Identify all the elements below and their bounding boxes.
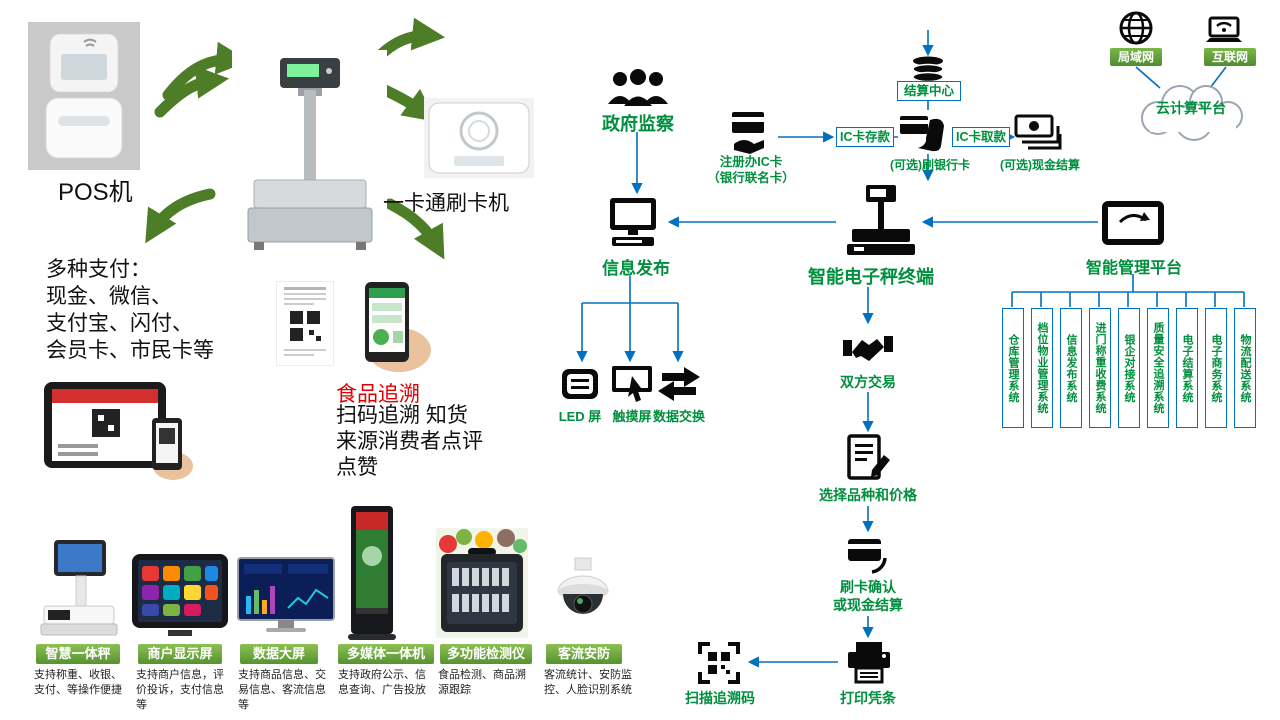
- product-desc-security: 客流统计、安防监控、人脸识别系统: [544, 669, 632, 696]
- security-camera-photo: [548, 556, 618, 638]
- media-kiosk-photo: [348, 506, 396, 640]
- system-box-e-commerce: 电子商务系统: [1205, 308, 1227, 428]
- management-platform-icon: [1100, 198, 1166, 250]
- product-tag-detector: 多功能检测仪: [440, 644, 532, 664]
- management-platform-label: 智能管理平台: [1086, 260, 1183, 277]
- ic-card-deposit-box: IC卡存款: [836, 127, 894, 147]
- touch-screen-icon: [610, 364, 654, 404]
- select-item-price-label: 选择品种和价格: [819, 487, 917, 503]
- register-ic-card-label: 注册办IC卡 （银行联名卡）: [698, 154, 804, 186]
- touch-screen-label: 触摸屏: [612, 409, 652, 424]
- phone-in-hand-photo: [337, 276, 432, 374]
- card-confirm-label: 刷卡确认 或现金结算: [823, 578, 913, 614]
- product-tag-smart-scale: 智慧一体秤: [36, 644, 120, 664]
- card-confirm-icon: [846, 534, 890, 576]
- government-supervision-label: 政府监察: [602, 114, 674, 134]
- pos-label: POS机: [58, 179, 133, 206]
- system-box-stall-property: 档位物业管理系统: [1031, 308, 1053, 428]
- internet-label: 互联网: [1204, 48, 1256, 66]
- scan-trace-code-label: 扫描追溯码: [685, 690, 755, 706]
- payment-line: 多种支付：: [46, 258, 151, 281]
- trace-line: 扫码追溯 知货: [336, 404, 468, 427]
- card-reader-label: 一卡通刷卡机: [383, 192, 509, 215]
- swipe-bank-card-label: (可选)刷银行卡: [890, 158, 970, 172]
- data-screen-photo: [236, 556, 336, 638]
- product-tag-data-screen: 数据大屏: [240, 644, 318, 664]
- register-line: 注册办IC卡: [719, 155, 783, 169]
- pos-machine-photo: [28, 22, 140, 170]
- system-box-bank-enterprise: 银企对接系统: [1118, 308, 1140, 428]
- lan-label: 局域网: [1110, 48, 1162, 66]
- smart-scale-photo: [38, 538, 120, 640]
- confirm-line: 或现金结算: [833, 597, 903, 613]
- payment-methods-text: 多种支付： 现金、微信、 支付宝、闪付、 会员卡、市民卡等: [46, 256, 214, 364]
- food-trace-text: 扫码追溯 知货 来源消费者点评 点赞: [336, 403, 483, 481]
- select-item-price-icon: [846, 434, 890, 482]
- product-desc-merchant-display: 支持商户信息，评价投诉，支付信息等: [136, 669, 224, 711]
- confirm-line: 刷卡确认: [840, 579, 896, 595]
- merchant-display-photo: [128, 552, 232, 640]
- trace-line: 来源消费者点评: [336, 430, 483, 453]
- info-publish-icon: [604, 196, 662, 250]
- payment-line: 支付宝、闪付、: [46, 312, 193, 335]
- cash-settlement-icon: [1014, 112, 1062, 152]
- settlement-center-icon: [906, 56, 950, 82]
- product-desc-data-screen: 支持商品信息、交易信息、客流信息等: [238, 669, 326, 711]
- cloud-shape: [1128, 78, 1254, 142]
- printer-label: 打印凭条: [840, 690, 896, 706]
- receipt-photo: [276, 281, 334, 366]
- system-box-logistics: 物流配送系统: [1234, 308, 1256, 428]
- product-tag-media-kiosk: 多媒体一体机: [338, 644, 434, 664]
- tablet-qr-photo: [40, 376, 195, 484]
- internet-laptop-icon: [1202, 12, 1246, 46]
- trace-line: 点赞: [336, 456, 378, 479]
- payment-line: 现金、微信、: [46, 285, 172, 308]
- product-tag-security: 客流安防: [546, 644, 622, 664]
- data-exchange-label: 数据交换: [652, 409, 705, 424]
- system-box-warehouse: 仓库管理系统: [1002, 308, 1024, 428]
- product-tag-merchant-display: 商户显示屏: [138, 644, 222, 664]
- smart-scale-terminal-label: 智能电子秤终端: [808, 267, 934, 287]
- cash-settlement-label: (可选)现金结算: [1000, 158, 1080, 172]
- lan-globe-icon: [1118, 10, 1154, 46]
- food-trace-title: 食品追溯: [336, 383, 420, 406]
- system-box-info-publish: 信息发布系统: [1060, 308, 1082, 428]
- scan-trace-code-icon: [696, 640, 742, 686]
- handshake-icon: [842, 328, 894, 370]
- register-ic-card-icon: [728, 106, 776, 154]
- data-exchange-icon: [656, 366, 702, 402]
- detector-photo: [436, 528, 528, 638]
- product-desc-smart-scale: 支持称重、收银、支付、等操作便捷: [34, 669, 122, 696]
- system-box-entry-weighing-fee: 进门称重收费系统: [1089, 308, 1111, 428]
- info-publish-label: 信息发布: [602, 259, 670, 278]
- card-reader-photo: [424, 98, 534, 178]
- product-desc-media-kiosk: 支持政府公示、信息查询、广告投放: [338, 669, 426, 696]
- swipe-bank-card-icon: [898, 110, 950, 154]
- product-desc-detector: 食品检测、商品溯源跟踪: [438, 669, 526, 696]
- led-screen-icon: [560, 366, 600, 402]
- payment-line: 会员卡、市民卡等: [46, 339, 214, 362]
- platform-scale-photo: [232, 50, 387, 265]
- printer-icon: [844, 640, 894, 684]
- settlement-center-box: 结算中心: [897, 81, 961, 101]
- led-screen-label: LED 屏: [558, 409, 602, 424]
- trade-label: 双方交易: [840, 374, 896, 390]
- ic-card-withdraw-box: IC卡取款: [952, 127, 1010, 147]
- system-box-e-settlement: 电子结算系统: [1176, 308, 1198, 428]
- register-line: （银行联名卡）: [707, 171, 795, 185]
- system-box-quality-trace: 质量安全追溯系统: [1147, 308, 1169, 428]
- smart-scale-terminal-icon: [842, 183, 918, 261]
- government-supervision-icon: [606, 68, 670, 112]
- cloud-platform-label: 云计算平台: [1156, 100, 1226, 116]
